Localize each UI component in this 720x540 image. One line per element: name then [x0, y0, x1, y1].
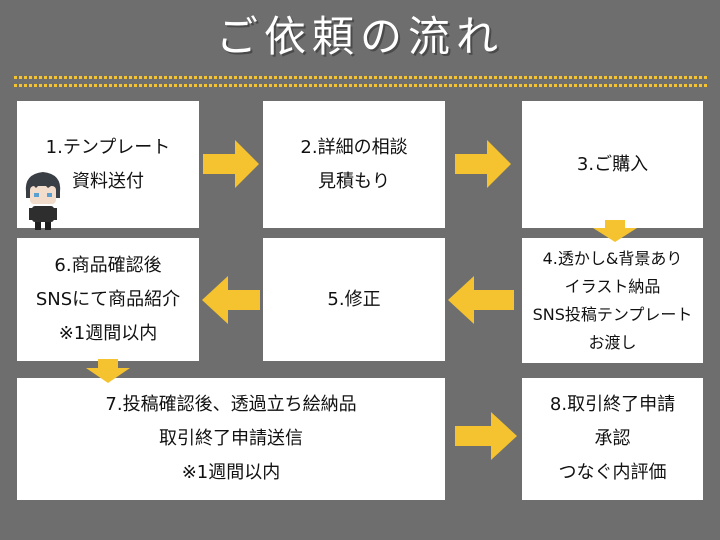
step-7-line-1: 7.投稿確認後、透過立ち絵納品	[105, 394, 357, 415]
step-2-line-2: 見積もり	[318, 170, 390, 192]
page-title: ご依頼の流れ	[215, 12, 504, 61]
step-8-line-1: 8.取引終了申請	[549, 394, 676, 415]
step-3-box: 3.ご購入	[522, 101, 703, 228]
character-avatar-icon	[18, 168, 68, 232]
step-4-line-3: SNS投稿テンプレート	[532, 304, 693, 324]
step-8-line-2: 承認	[594, 428, 631, 449]
arrow-icon	[86, 359, 130, 383]
arrow-icon	[455, 412, 517, 460]
step-7-box: 7.投稿確認後、透過立ち絵納品 取引終了申請送信 ※1週間以内	[17, 378, 445, 500]
step-5-box: 5.修正	[263, 238, 445, 361]
step-1-line-1: 1.テンプレート	[45, 136, 171, 158]
arrow-icon	[448, 276, 514, 324]
step-6-box: 6.商品確認後 SNSにて商品紹介 ※1週間以内	[17, 238, 199, 361]
step-4-line-2: イラスト納品	[564, 276, 661, 296]
step-1-line-2: 資料送付	[72, 170, 144, 192]
step-7-line-2: 取引終了申請送信	[159, 428, 303, 449]
step-8-box: 8.取引終了申請 承認 つなぐ内評価	[522, 378, 703, 500]
arrow-icon	[203, 140, 259, 188]
arrow-icon	[202, 276, 260, 324]
step-6-line-1: 6.商品確認後	[54, 254, 162, 276]
step-4-line-4: お渡し	[588, 332, 637, 352]
arrow-icon	[593, 220, 637, 242]
step-5-line-1: 5.修正	[327, 288, 381, 310]
step-4-box: 4.透かし&背景あり イラスト納品 SNS投稿テンプレート お渡し	[522, 238, 703, 363]
dotted-divider-bottom	[14, 84, 708, 87]
step-7-line-3: ※1週間以内	[181, 462, 281, 483]
step-2-line-1: 2.詳細の相談	[300, 136, 408, 158]
step-4-line-1: 4.透かし&背景あり	[542, 248, 683, 268]
step-8-line-3: つなぐ内評価	[558, 462, 667, 483]
step-6-line-3: ※1週間以内	[58, 322, 158, 344]
step-2-box: 2.詳細の相談 見積もり	[263, 101, 445, 228]
step-6-line-2: SNSにて商品紹介	[35, 288, 181, 310]
dotted-divider-top	[14, 76, 708, 79]
arrow-icon	[455, 140, 511, 188]
step-3-line-1: 3.ご購入	[576, 153, 649, 175]
